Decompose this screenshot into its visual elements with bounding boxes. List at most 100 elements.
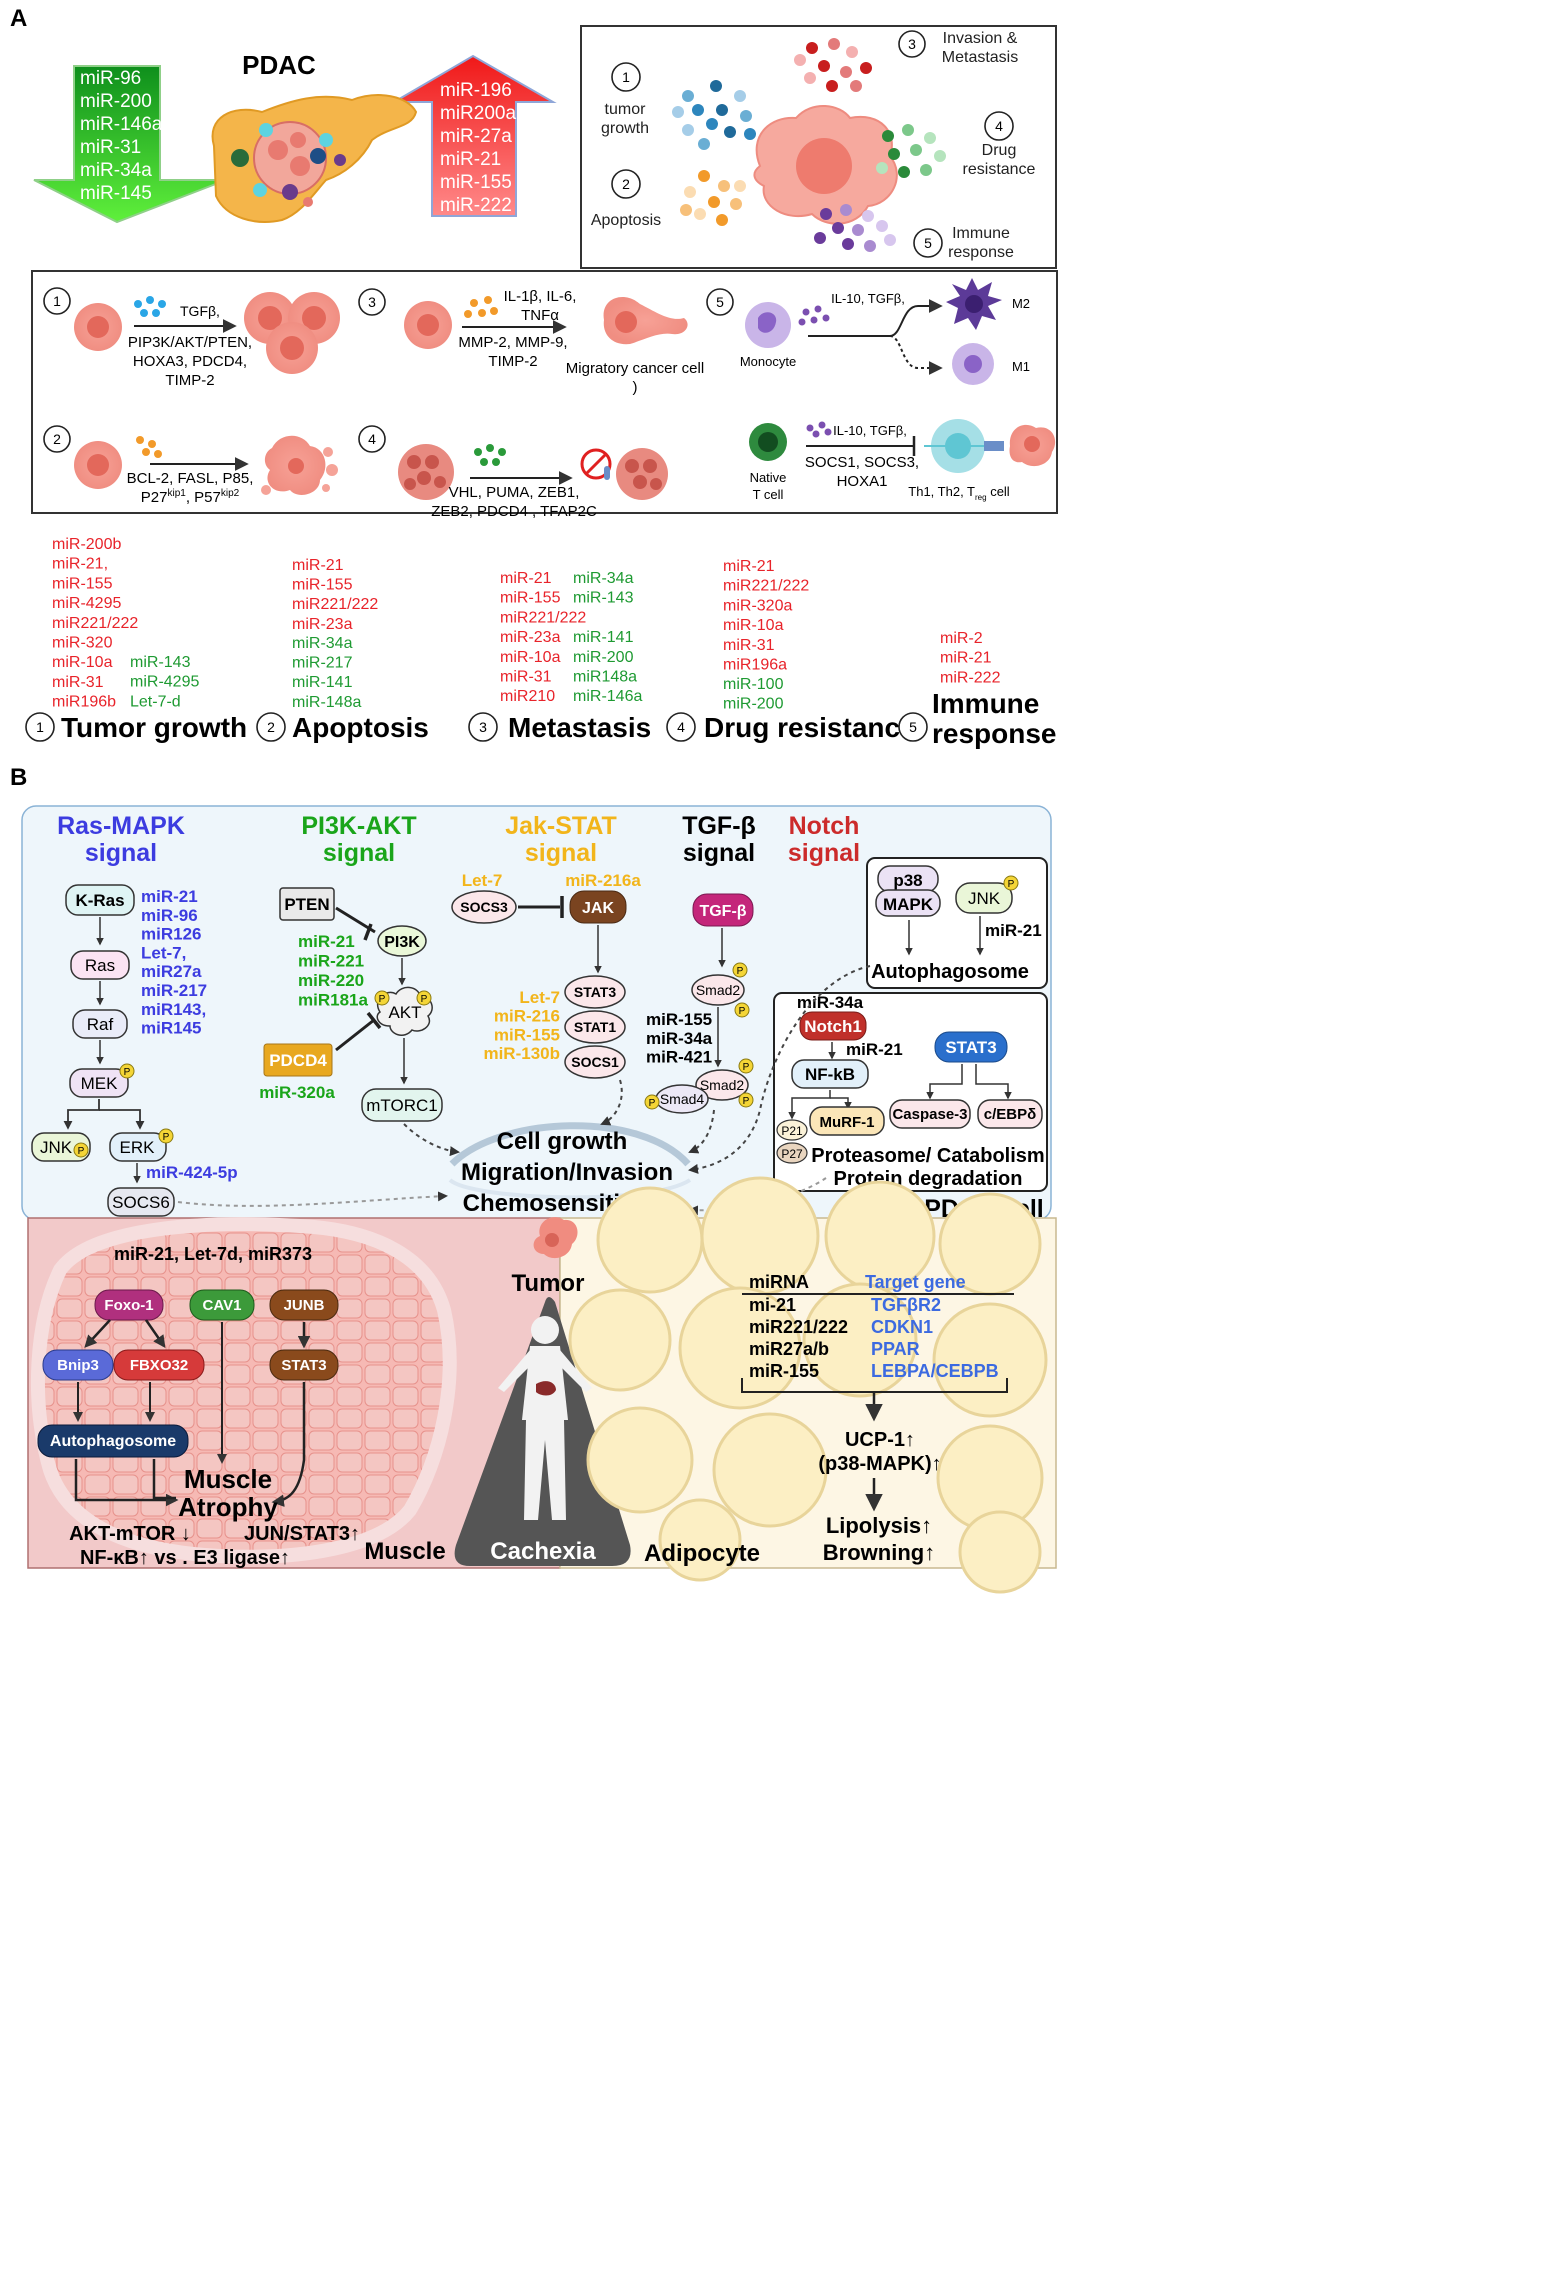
mechanism-drug-resistance: 4 VHL, PUMA, ZEB1, ZEB2, PDCD4 , TFAP2C xyxy=(358,425,668,520)
svg-text:miR-21, Let-7d, miR373: miR-21, Let-7d, miR373 xyxy=(114,1244,312,1264)
svg-text:STAT3: STAT3 xyxy=(281,1357,326,1374)
svg-text:Migratory cancer cell: Migratory cancer cell xyxy=(566,360,704,377)
svg-text:miR-320a: miR-320a xyxy=(259,1083,335,1102)
apoptosis-dot xyxy=(734,180,746,192)
immune-response-dots xyxy=(814,204,896,252)
apoptosis-dot xyxy=(698,170,710,182)
apoptosis-dots xyxy=(680,170,746,226)
immune-response-dot xyxy=(862,210,874,222)
dr-green-mir: miR-200 xyxy=(723,696,784,713)
svg-text:FBXO32: FBXO32 xyxy=(130,1357,188,1374)
svg-text:ZEB2, PDCD4 , TFAP2C: ZEB2, PDCD4 , TFAP2C xyxy=(431,503,597,520)
svg-text:HOXA1: HOXA1 xyxy=(837,473,888,490)
svg-text:4: 4 xyxy=(677,719,685,735)
svg-text:PDCD4: PDCD4 xyxy=(269,1051,327,1070)
hallmark-4-drug-resistance: 4 Drug resistance xyxy=(963,111,1036,178)
svg-text:Raf: Raf xyxy=(87,1015,114,1034)
ras-mir: Let-7, xyxy=(141,943,186,962)
svg-text:Monocyte: Monocyte xyxy=(740,354,796,369)
svg-text:(p38-MAPK)↑: (p38-MAPK)↑ xyxy=(818,1453,941,1475)
svg-text:TGFβ,: TGFβ, xyxy=(180,303,220,319)
adipocyte-target-gene: LEBPA/CEBPB xyxy=(871,1361,999,1381)
drug-resistance-dots xyxy=(876,124,946,178)
svg-text:SOCS3: SOCS3 xyxy=(460,899,508,915)
svg-text:Smad2: Smad2 xyxy=(700,1077,745,1093)
svg-text:2: 2 xyxy=(267,719,275,735)
svg-text:TGF-β: TGF-β xyxy=(699,903,746,920)
tg-red-mir: miR221/222 xyxy=(52,615,138,632)
svg-text:3: 3 xyxy=(908,36,916,52)
ap-green-mir: miR-148a xyxy=(292,694,361,711)
down-mir-item: miR-31 xyxy=(80,137,141,158)
svg-text:AKT: AKT xyxy=(388,1003,421,1022)
svg-text:IL-10, TGFβ,: IL-10, TGFβ, xyxy=(833,423,907,438)
mechanism-immune-tcell: Native T cell IL-10, TGFβ, SOCS1, SOCS3,… xyxy=(749,419,1056,502)
tg-red-mir: miR-155 xyxy=(52,575,113,592)
tgf-mir: miR-155 xyxy=(646,1010,712,1029)
immune-response-dot xyxy=(814,232,826,244)
apoptosis-dot xyxy=(684,186,696,198)
apoptosis-dot xyxy=(708,196,720,208)
tgf-mir: miR-34a xyxy=(646,1029,713,1048)
ras-mapk-title: Ras-MAPK signal xyxy=(57,812,185,867)
svg-text:5: 5 xyxy=(924,235,932,251)
pdac-title: PDAC xyxy=(242,50,316,80)
svg-text:P: P xyxy=(743,1096,750,1107)
metastasis-dots xyxy=(794,38,872,92)
adipocyte-cell xyxy=(596,1186,704,1294)
svg-text:p38: p38 xyxy=(893,871,922,890)
metastasis-dot xyxy=(828,38,840,50)
metastasis-dot xyxy=(860,62,872,74)
tg-green-mir: miR-143 xyxy=(130,654,191,671)
svg-text:Muscle: Muscle xyxy=(364,1538,445,1565)
adipocyte-target-gene: TGFβR2 xyxy=(871,1295,941,1315)
dr-red-mir: miR221/222 xyxy=(723,578,809,595)
svg-text:2: 2 xyxy=(53,431,61,447)
svg-text:miR-21: miR-21 xyxy=(985,921,1042,940)
adipocyte-mirna: miR221/222 xyxy=(749,1317,848,1337)
pi3k-akt-pathway: PTEN PI3K AKT P P PDCD4 miR-320a mTORC1 xyxy=(259,887,443,1122)
svg-text:STAT3: STAT3 xyxy=(945,1038,996,1057)
svg-text:4: 4 xyxy=(368,431,376,447)
dr-red-mir: miR-31 xyxy=(723,637,775,654)
svg-text:Proteasome/ Catabolism: Proteasome/ Catabolism xyxy=(811,1145,1044,1167)
svg-text:Notch1: Notch1 xyxy=(804,1017,862,1036)
svg-text:Target gene: Target gene xyxy=(865,1272,966,1292)
svg-text:M2: M2 xyxy=(1012,296,1030,311)
category-apoptosis: 2 Apoptosis xyxy=(256,712,429,743)
category-immune-response: 5 Immune response xyxy=(898,688,1057,749)
drug-resistance-dot xyxy=(934,150,946,162)
adipocyte-table: miRNA Target gene UCP-1↑ (p38-MAPK)↑ Lip… xyxy=(644,1272,1014,1567)
dr-red-mir: miR-320a xyxy=(723,597,792,614)
up-mir-item: miR-222 xyxy=(440,195,512,216)
svg-text:miR-34a: miR-34a xyxy=(797,993,864,1012)
drug-resistance-dot xyxy=(876,162,888,174)
ir-red-mir: miR-21 xyxy=(940,650,992,667)
svg-text:IL-10, TGFβ,: IL-10, TGFβ, xyxy=(831,291,905,306)
svg-text:Metastasis: Metastasis xyxy=(942,49,1018,66)
hallmark-3-invasion: 3 Invasion & Metastasis xyxy=(898,30,1018,66)
mt-green-mir: miR-141 xyxy=(573,629,634,646)
adipocyte-mirna: mi-21 xyxy=(749,1295,796,1315)
svg-text:HOXA3, PDCD4,: HOXA3, PDCD4, xyxy=(133,353,247,370)
svg-text:P: P xyxy=(163,1132,170,1143)
svg-text:MAPK: MAPK xyxy=(883,895,934,914)
svg-text:Immune: Immune xyxy=(932,688,1039,719)
svg-text:TIMP-2: TIMP-2 xyxy=(165,372,214,389)
svg-text:TIMP-2: TIMP-2 xyxy=(488,353,537,370)
downregulated-mir-list: miR-96miR-200miR-146amiR-31miR-34amiR-14… xyxy=(80,68,163,204)
svg-text:Lipolysis↑: Lipolysis↑ xyxy=(826,1513,932,1538)
svg-text:miRNA: miRNA xyxy=(749,1272,809,1292)
svg-text:Smad4: Smad4 xyxy=(660,1091,705,1107)
svg-text:MEK: MEK xyxy=(81,1074,119,1093)
svg-text:3: 3 xyxy=(479,719,487,735)
mt-red-mir: miR-23a xyxy=(500,629,561,646)
tumor-growth-dot xyxy=(716,104,728,116)
svg-text:P: P xyxy=(743,1062,750,1073)
mt-red-mir: miR-31 xyxy=(500,669,552,686)
svg-text:signal: signal xyxy=(788,839,860,867)
immune-response-dot xyxy=(842,238,854,250)
mt-green-mir: miR-143 xyxy=(573,590,634,607)
